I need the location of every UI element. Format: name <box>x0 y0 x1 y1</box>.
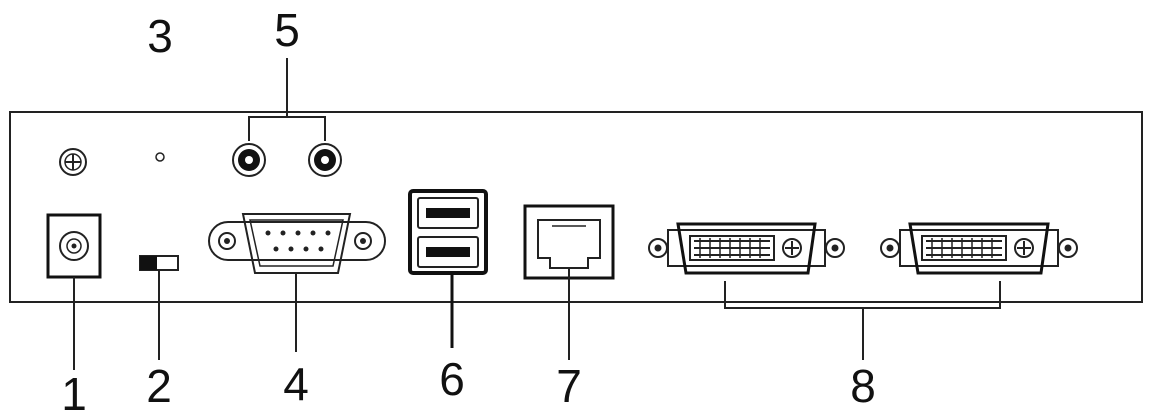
grounding-terminal-icon <box>59 148 87 176</box>
callout-number-7: 7 <box>556 360 582 412</box>
callout-number-4: 4 <box>283 358 309 410</box>
callout-number-8: 8 <box>850 360 876 412</box>
callout-bracket-5 <box>248 58 326 141</box>
callout-bracket-8 <box>724 281 1001 360</box>
power-jack-icon <box>46 213 102 279</box>
dvi-port-icon <box>648 222 1078 275</box>
callout-number-5: 5 <box>274 4 300 56</box>
led-indicator-icon <box>155 152 165 162</box>
rj45-port-icon <box>523 204 615 280</box>
serial-port-icon <box>208 213 386 274</box>
audio-jack-icon <box>232 143 342 177</box>
callout-number-3: 3 <box>147 10 173 62</box>
callout-number-2: 2 <box>146 360 172 412</box>
callout-number-1: 1 <box>61 368 87 417</box>
callout-number-6: 6 <box>439 353 465 405</box>
power-switch-icon <box>139 255 179 271</box>
usb-port-icon <box>408 189 488 275</box>
panel-outline <box>9 111 1143 303</box>
